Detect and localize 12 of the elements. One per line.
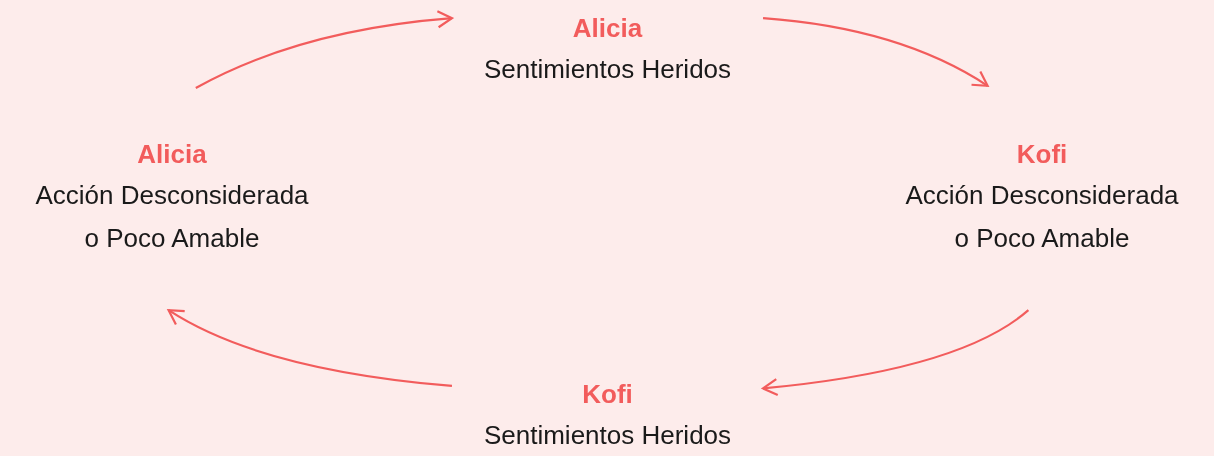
curved-arrow	[761, 309, 1030, 396]
node-text: Sentimientos Heridos	[482, 53, 733, 86]
curved-arrow	[167, 309, 453, 388]
person-name: Alicia	[572, 12, 643, 45]
person-name: Alicia	[137, 138, 207, 171]
curved-arrow	[762, 17, 989, 87]
node-text: Acción Desconsiderada o Poco Amable	[904, 179, 1180, 255]
node-text: Sentimientos Heridos	[482, 419, 733, 452]
node-text: Acción Desconsiderada o Poco Amable	[34, 179, 310, 255]
person-name: Kofi	[582, 378, 633, 411]
person-name: Kofi	[1016, 138, 1068, 171]
curved-arrow	[195, 10, 454, 89]
